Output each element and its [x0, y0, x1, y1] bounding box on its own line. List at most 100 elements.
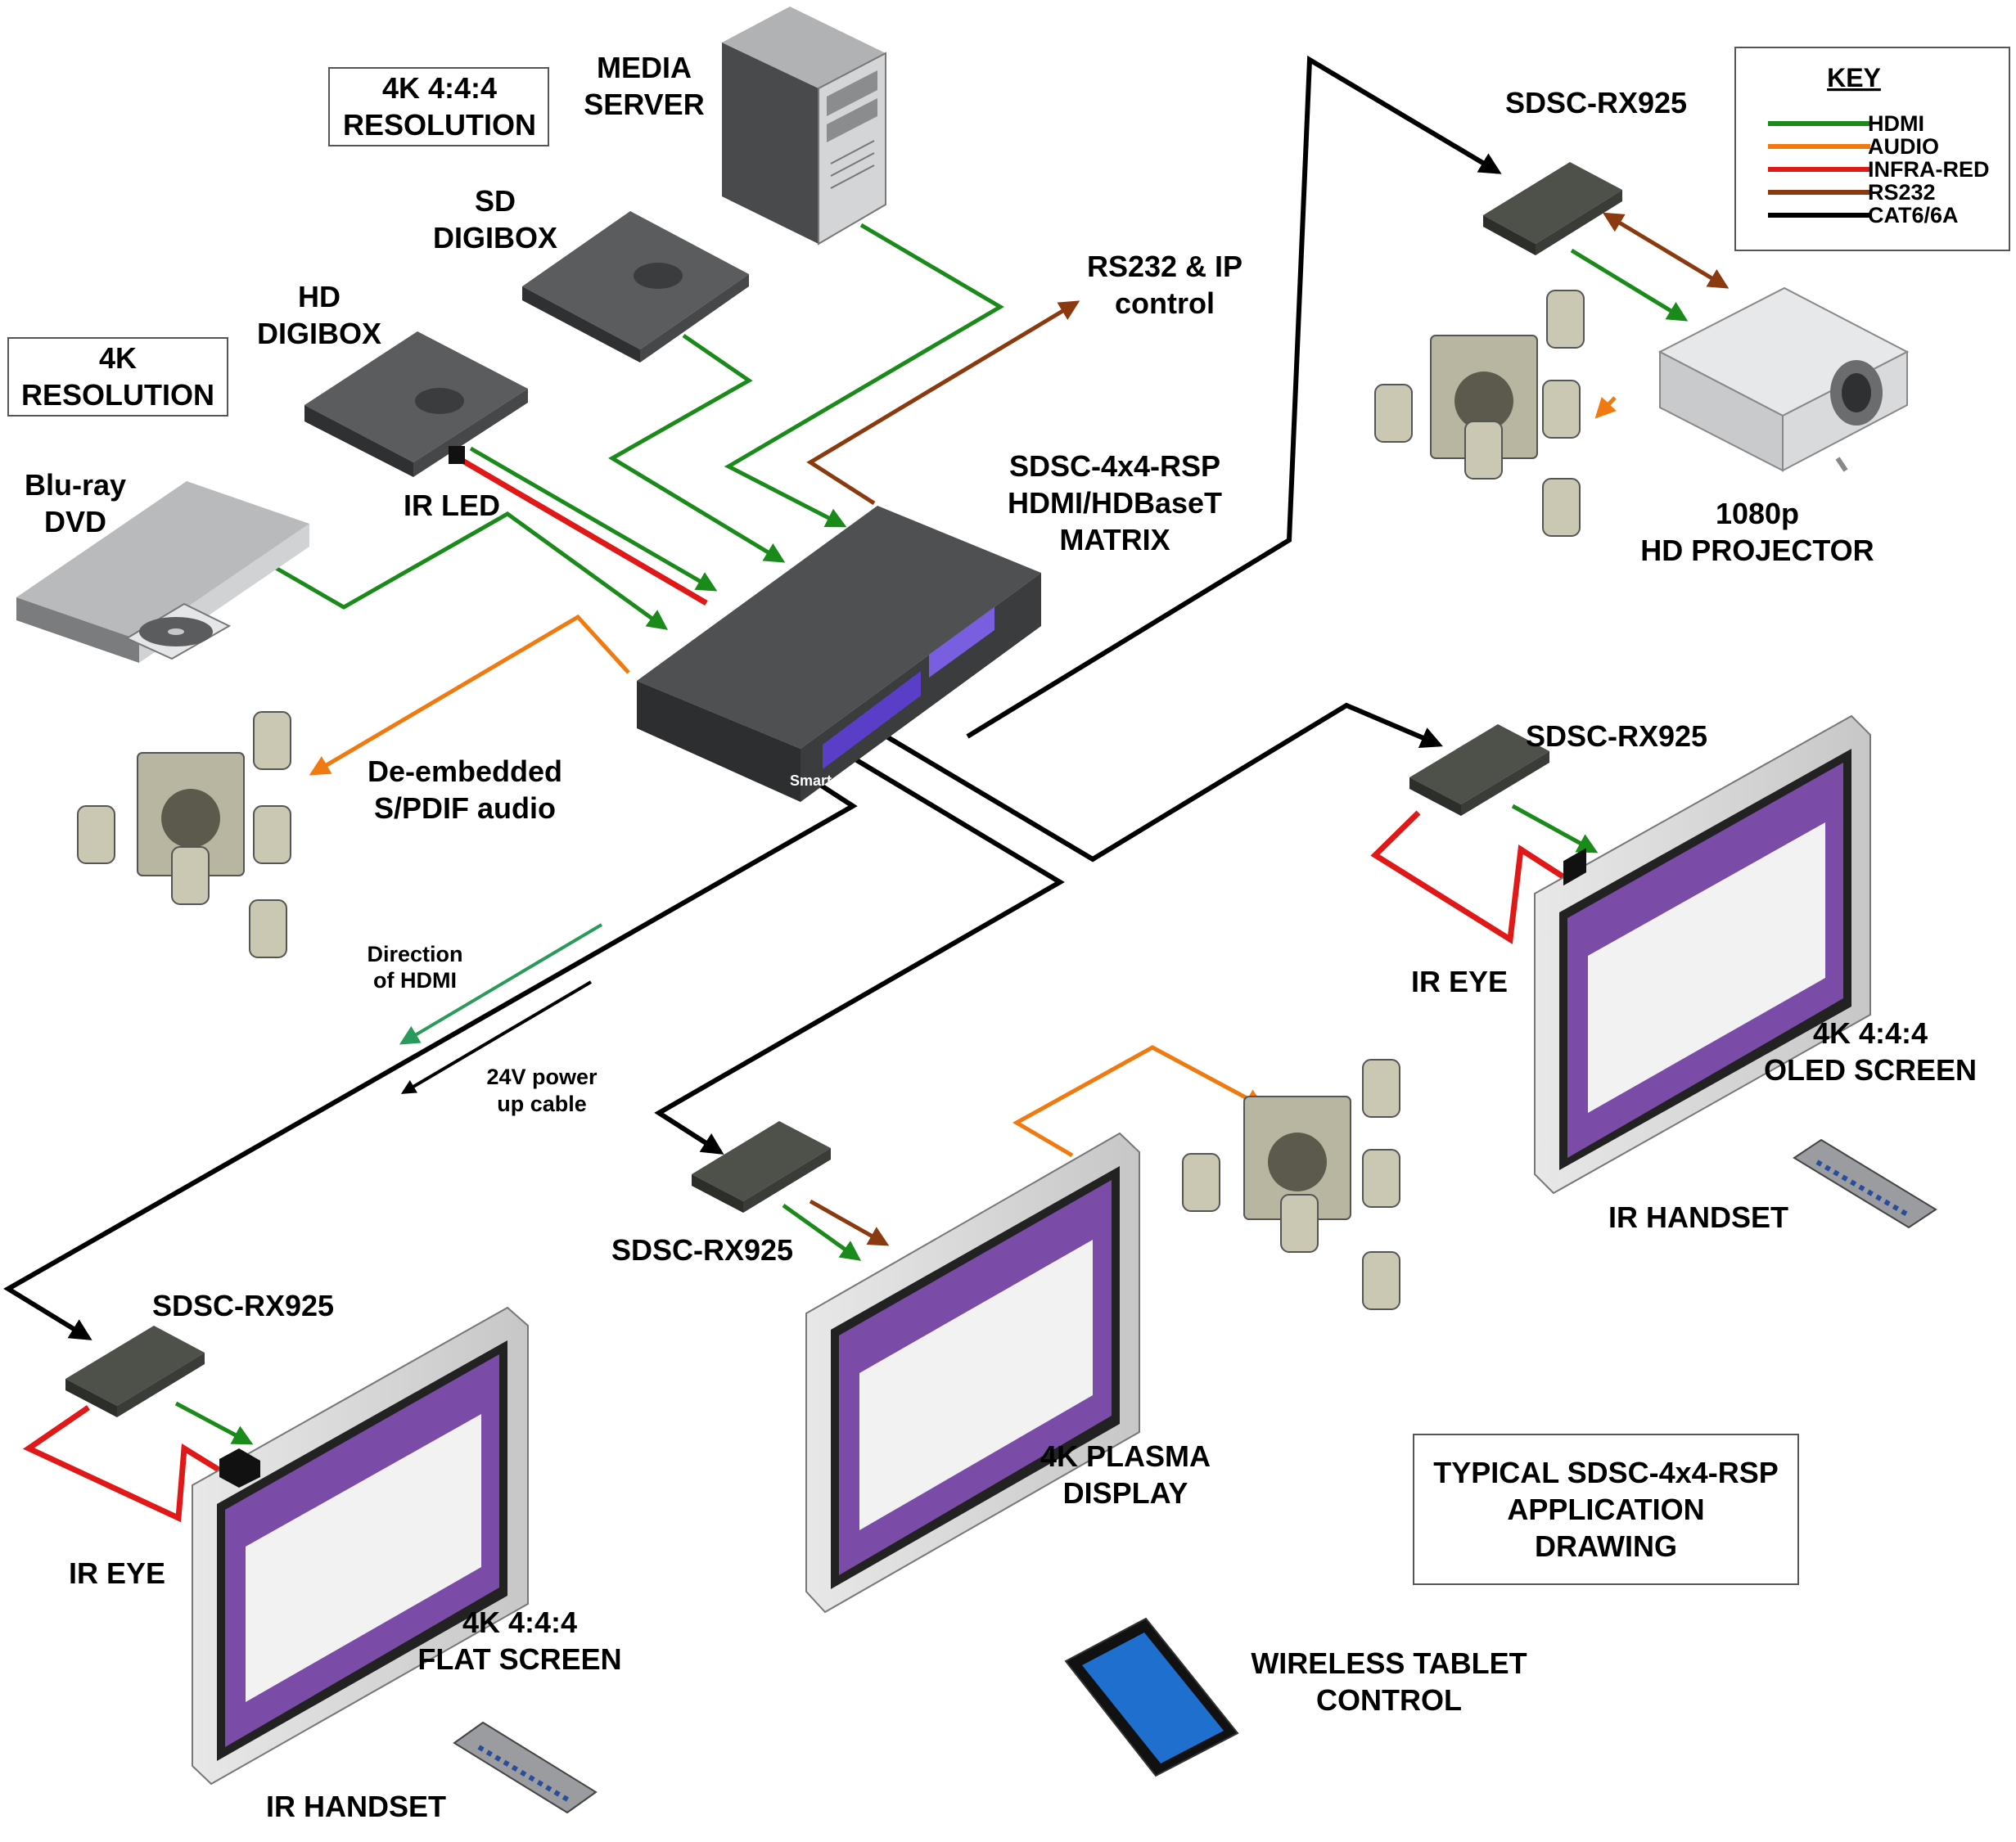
- oled-screen-icon: [1534, 714, 1871, 1195]
- ir-wire-hd-digibox: [457, 455, 708, 606]
- res-4k-line2: RESOLUTION: [21, 378, 214, 412]
- hdmi-wire-sd-digibox: [608, 333, 786, 563]
- res-444-line2: RESOLUTION: [343, 108, 536, 142]
- ir-eye-left: [219, 1448, 260, 1488]
- rs232-wire-ip: [806, 300, 1080, 506]
- rx925-left-icon: [65, 1326, 205, 1417]
- sd-digibox-line2: DIGIBOX: [433, 221, 557, 254]
- ir-handset-left-label: IR HANDSET: [266, 1790, 446, 1823]
- ir-eye-right-label: IR EYE: [1411, 965, 1508, 998]
- key-label-2: INFRA-RED: [1868, 157, 1990, 182]
- rx-right-label: SDSC-RX925: [1526, 719, 1707, 753]
- tablet-line1: WIRELESS TABLET: [1251, 1646, 1527, 1680]
- bluray-player-icon: [16, 481, 309, 663]
- hdmi-wire-bluray: [268, 511, 669, 630]
- sd-digibox-icon: [522, 211, 749, 363]
- tablet-icon: [1064, 1617, 1239, 1777]
- media-server-line1: MEDIA: [597, 51, 692, 84]
- key-label-0: HDMI: [1868, 111, 1924, 136]
- ir-led-emitter: [449, 446, 465, 464]
- flat-line2: FLAT SCREEN: [417, 1642, 621, 1676]
- ir-eye-left-label: IR EYE: [69, 1556, 165, 1590]
- sd-digibox-line1: SD: [475, 184, 516, 218]
- ir-handset-left-icon: [453, 1721, 598, 1814]
- audio-wire-spdif: [309, 614, 630, 776]
- matrix-switcher-icon: Smart-e: [637, 506, 1041, 802]
- cat-wire-rx-right: [885, 702, 1443, 862]
- direction-hdmi-line2: of HDMI: [373, 968, 457, 993]
- direction-of-hdmi-arrow: [399, 923, 603, 1045]
- oled-line2: OLED SCREEN: [1764, 1053, 1977, 1087]
- rs232-ip-line2: control: [1115, 286, 1215, 320]
- key-label-3: RS232: [1868, 180, 1936, 205]
- bluray-line1: Blu-ray: [25, 468, 126, 502]
- ir-led-label: IR LED: [404, 489, 500, 522]
- cat-wire-rx-middle: [654, 752, 1065, 1155]
- rs232-wire-projector: [1602, 212, 1730, 289]
- bluray-line2: DVD: [44, 505, 106, 538]
- hd-digibox-line1: HD: [298, 280, 341, 313]
- power-cable-line2: up cable: [497, 1092, 587, 1116]
- typical-box: [1413, 1434, 1799, 1585]
- speaker-set-plasma-icon: [1182, 1059, 1400, 1310]
- speaker-set-left-icon: [77, 711, 291, 958]
- de-embedded-line1: De-embedded: [368, 754, 562, 788]
- matrix-brand: Smart-e: [790, 772, 845, 789]
- ir-handset-right-icon: [1793, 1138, 1937, 1229]
- direction-hdmi-line1: Direction: [367, 942, 462, 966]
- hdmi-wire-hd-digibox: [469, 446, 718, 592]
- media-server-line2: SERVER: [584, 88, 704, 121]
- media-server-icon: [722, 7, 886, 245]
- hdmi-wire-plasma: [782, 1203, 862, 1261]
- projector-line2: HD PROJECTOR: [1640, 534, 1874, 567]
- key-title: KEY: [1827, 63, 1881, 92]
- hd-digibox-line2: DIGIBOX: [257, 317, 381, 350]
- speaker-set-projector-icon: [1374, 290, 1585, 537]
- ir-wire-right: [1370, 810, 1573, 944]
- matrix-line2: HDMI/HDBaseT: [1008, 486, 1222, 520]
- rs232-ip-line1: RS232 & IP: [1087, 250, 1243, 283]
- key-label-4: CAT6/6A: [1868, 203, 1959, 227]
- audio-wire-projector: [1594, 396, 1617, 419]
- rx925-middle-icon: [692, 1121, 831, 1213]
- flat-screen-icon: [192, 1306, 529, 1786]
- hd-digibox-icon: [304, 331, 528, 477]
- hdmi-wire-flat: [174, 1401, 254, 1445]
- cat-wire-rx-left: [3, 775, 858, 1340]
- oled-line1: 4K 4:4:4: [1813, 1016, 1928, 1050]
- audio-wire-plasma: [1012, 1045, 1266, 1158]
- res-4k-box: [7, 337, 228, 417]
- cat-wire-rx-top: [966, 55, 1502, 739]
- rx-top-label: SDSC-RX925: [1505, 86, 1687, 119]
- plasma-line2: DISPLAY: [1063, 1476, 1188, 1510]
- rx-left-label: SDSC-RX925: [152, 1289, 334, 1322]
- typical-line3: DRAWING: [1535, 1529, 1677, 1563]
- res-4k-line1: 4K: [99, 341, 137, 375]
- matrix-line3: MATRIX: [1059, 523, 1170, 556]
- rx925-top-icon: [1483, 162, 1622, 255]
- typical-line2: APPLICATION: [1507, 1493, 1704, 1526]
- labels: 4K 4:4:4 RESOLUTION 4K RESOLUTION MEDIA …: [21, 51, 1977, 1823]
- flat-line1: 4K 4:4:4: [462, 1606, 577, 1639]
- typical-line1: TYPICAL SDSC-4x4-RSP: [1433, 1456, 1778, 1489]
- hdmi-wire-media-server: [724, 223, 1004, 528]
- key-label-1: AUDIO: [1868, 134, 1939, 159]
- ir-wire-left: [22, 1405, 235, 1523]
- rx-middle-label: SDSC-RX925: [611, 1233, 793, 1267]
- projector-line1: 1080p: [1716, 497, 1799, 530]
- ir-handset-right-label: IR HANDSET: [1608, 1200, 1788, 1234]
- de-embedded-line2: S/PDIF audio: [374, 791, 556, 825]
- plasma-line1: 4K PLASMA: [1040, 1439, 1211, 1473]
- power-cable-arrow: [400, 980, 593, 1094]
- projector-icon: [1657, 286, 1910, 472]
- hdmi-wire-projector: [1570, 248, 1689, 322]
- hdmi-wire-oled: [1511, 804, 1599, 853]
- tablet-line2: CONTROL: [1316, 1683, 1462, 1717]
- rx925-right-icon: [1409, 724, 1549, 816]
- power-cable-line1: 24V power: [486, 1065, 598, 1089]
- matrix-line1: SDSC-4x4-RSP: [1009, 449, 1220, 483]
- res-444-box: [328, 67, 549, 146]
- res-444-line1: 4K 4:4:4: [382, 71, 497, 105]
